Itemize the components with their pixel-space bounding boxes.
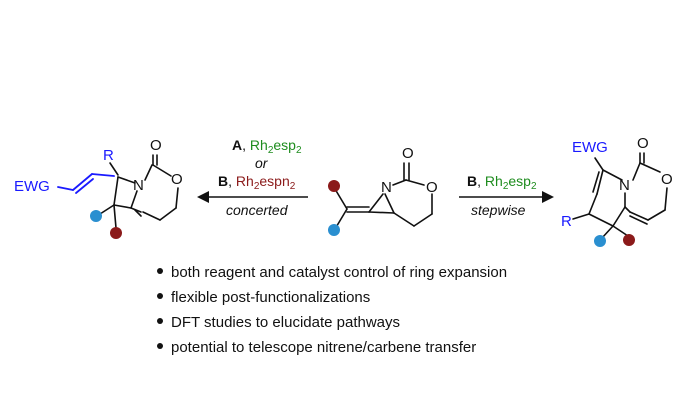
left-reaction-arrow — [197, 191, 308, 203]
highlights-list: both reagent and catalyst control of rin… — [157, 262, 507, 362]
highlight-item: both reagent and catalyst control of rin… — [157, 262, 507, 287]
highlight-item: flexible post-functionalizations — [157, 287, 507, 312]
bullet-icon — [157, 318, 163, 325]
left-n: N — [133, 177, 144, 194]
right-ring-o: O — [661, 171, 673, 188]
right-ewg-label: EWG — [572, 139, 608, 156]
right-product-structure: EWG N R O O — [561, 135, 673, 247]
bullet-icon — [157, 268, 163, 275]
route-b-label-left: B, Rh2espn2 — [218, 173, 296, 192]
route-b-label-right: B, Rh2esp2 — [467, 173, 537, 192]
left-ewg-label: EWG — [14, 178, 50, 195]
center-reactant-structure: O N O — [328, 145, 438, 236]
bullet-icon — [157, 343, 163, 350]
left-r-label: R — [103, 147, 114, 164]
right-reaction-arrow — [459, 191, 554, 203]
highlight-item: DFT studies to elucidate pathways — [157, 312, 507, 337]
highlight-item: potential to telescope nitrene/carbene t… — [157, 337, 507, 362]
right-carbonyl-o: O — [637, 135, 649, 152]
right-r-label: R — [561, 213, 572, 230]
center-red-substituent — [328, 180, 340, 192]
left-red-substituent — [110, 227, 122, 239]
route-a-label: A, Rh2esp2 — [232, 137, 302, 156]
left-blue-substituent — [90, 210, 102, 222]
right-n: N — [619, 177, 630, 194]
left-carbonyl-o: O — [150, 137, 162, 154]
bullet-icon — [157, 293, 163, 300]
right-blue-substituent — [594, 235, 606, 247]
right-red-substituent — [623, 234, 635, 246]
center-n: N — [381, 179, 392, 196]
left-ring-o: O — [171, 171, 183, 188]
or-label: or — [255, 155, 269, 171]
center-blue-substituent — [328, 224, 340, 236]
left-product-structure: EWG R N O O — [14, 137, 183, 239]
stepwise-label: stepwise — [471, 202, 526, 218]
concerted-label: concerted — [226, 202, 289, 218]
center-ring-o: O — [426, 179, 438, 196]
center-carbonyl-o: O — [402, 145, 414, 162]
